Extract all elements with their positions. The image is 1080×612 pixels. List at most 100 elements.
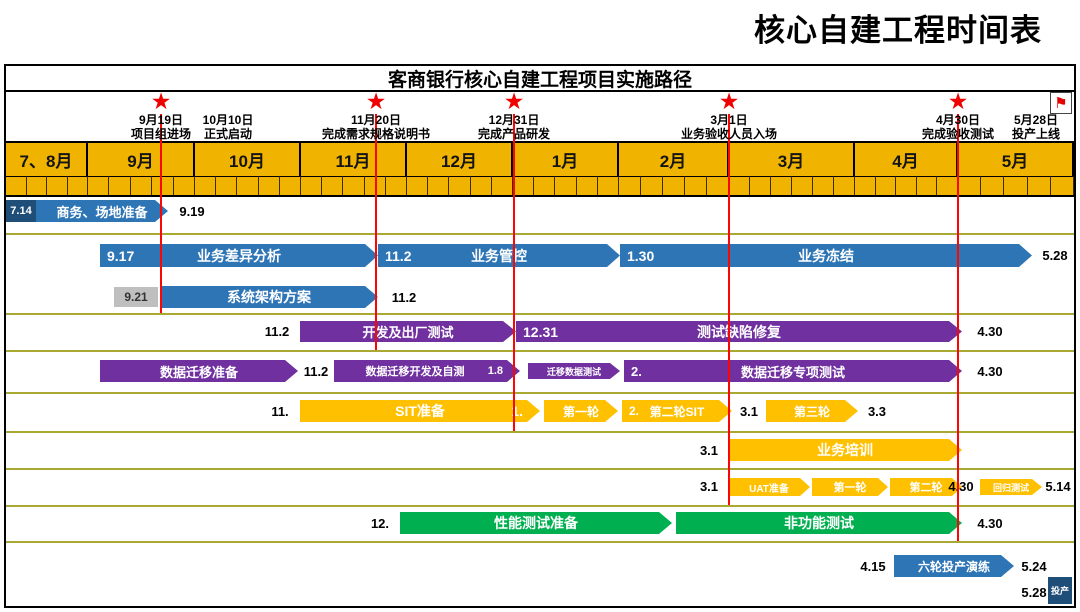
- chart-title: 客商银行核心自建工程项目实施路径: [6, 66, 1074, 92]
- bar-start-date: 2.: [629, 404, 640, 418]
- milestone-label: 4月30日完成验收测试: [922, 113, 994, 141]
- milestone-date: 4月30日: [935, 113, 981, 127]
- gantt-arrow-bar: 六轮投产演练: [894, 555, 1014, 577]
- bar-start-date: 9.17: [107, 247, 135, 264]
- week-cell: [875, 176, 897, 197]
- date-label: 12.: [370, 515, 390, 531]
- month-cell: 4月: [855, 142, 958, 176]
- date-label: 3.1: [739, 403, 759, 419]
- date-label: 5.14: [1045, 479, 1071, 494]
- flag-icon: ⚑: [1054, 95, 1068, 112]
- bar-label: 性能测试准备: [494, 515, 578, 531]
- milestone-star-icon: ★: [947, 88, 969, 114]
- week-cell: [491, 176, 513, 197]
- milestone-star-icon: ★: [365, 88, 387, 114]
- page-title: 核心自建工程时间表: [754, 13, 1042, 48]
- week-cell: [513, 176, 535, 197]
- milestone-text: 完成产品研发: [477, 127, 551, 141]
- bar-label: 第二轮: [909, 482, 943, 494]
- week-cell: [663, 176, 685, 197]
- milestone-guide-line: [728, 114, 730, 505]
- week-cell: [173, 176, 195, 197]
- gantt-box: 7.14: [6, 200, 36, 222]
- milestone-label: 9月19日项目组进场: [131, 113, 191, 141]
- date-label: 3.1: [699, 442, 719, 458]
- week-cell: [813, 176, 834, 197]
- row-divider-line: [6, 233, 1074, 235]
- week-cell: [641, 176, 663, 197]
- week-cell: [216, 176, 238, 197]
- gantt-arrow-bar: 第二轮SIT 2.: [622, 400, 732, 422]
- week-cell: [834, 176, 855, 197]
- chart-frame: [4, 64, 1076, 608]
- week-cell: [343, 176, 365, 197]
- week-cell: [619, 176, 641, 197]
- date-label: 9.19: [179, 203, 205, 219]
- milestone-guide-line: [957, 114, 959, 541]
- bar-end-date: 1.: [511, 403, 523, 419]
- week-cell: [896, 176, 917, 197]
- milestone-label: 10月10日正式启动: [203, 113, 254, 141]
- gantt-arrow-bar: 非功能测试: [676, 512, 962, 534]
- bar-start-date: 1.30: [627, 247, 655, 264]
- gantt-arrow-bar: 回归测试: [980, 479, 1042, 495]
- week-cell: [195, 176, 217, 197]
- bar-label: 商务、场地准备: [56, 204, 148, 220]
- month-cell: 1月: [513, 142, 619, 176]
- milestone-label: 5月28日投产上线: [1012, 113, 1060, 141]
- gantt-arrow-bar: 系统架构方案: [160, 286, 378, 308]
- week-cell: [449, 176, 471, 197]
- bar-label: 9.21: [124, 290, 148, 304]
- bar-label: 投产: [1050, 586, 1069, 596]
- bar-end-date: 1.8: [487, 365, 503, 377]
- week-cell: [322, 176, 344, 197]
- milestone-date: 3月1日: [710, 113, 748, 127]
- milestone-label: 11月20日完成需求规格说明书: [322, 113, 430, 141]
- date-label: 11.2: [264, 324, 290, 339]
- week-cell: [407, 176, 429, 197]
- milestone-text: 正式启动: [203, 127, 253, 141]
- date-label: 4.30: [977, 363, 1003, 379]
- gantt-arrow-bar: 第三轮: [766, 400, 858, 422]
- week-cell: [534, 176, 556, 197]
- week-cell: [685, 176, 707, 197]
- month-cell: 12月: [407, 142, 513, 176]
- week-cell: [385, 176, 407, 197]
- gantt-arrow-bar: 开发及出厂测试: [300, 321, 516, 342]
- bar-label: UAT准备: [749, 483, 789, 495]
- milestone-date: 12月31日: [488, 113, 540, 127]
- month-cell: 2月: [619, 142, 729, 176]
- date-label: 3.3: [867, 403, 887, 419]
- row-divider-line: [6, 431, 1074, 433]
- week-cell: [6, 176, 27, 197]
- month-cell: 5月: [958, 142, 1074, 176]
- bar-start-date: 11.2: [385, 247, 412, 264]
- milestone-label: 3月1日业务验收人员入场: [681, 113, 777, 141]
- date-label: 5.28: [1021, 584, 1047, 600]
- week-cell: [937, 176, 958, 197]
- week-cell: [470, 176, 492, 197]
- bar-label: 第二轮SIT: [649, 404, 705, 419]
- week-cell: [258, 176, 280, 197]
- week-cell: [597, 176, 619, 197]
- date-label: 4.30: [977, 515, 1003, 531]
- month-cell: 7、8月: [6, 142, 88, 176]
- row-divider-line: [6, 541, 1074, 543]
- header-top-line: [6, 141, 1074, 143]
- milestone-text: 完成验收测试: [921, 127, 995, 141]
- bar-label: 7.14: [10, 205, 32, 217]
- date-label: 4.30: [948, 479, 974, 494]
- gantt-arrow-bar: 性能测试准备: [400, 512, 672, 534]
- bar-start-date: 12.31: [523, 323, 559, 340]
- bar-label: 数据迁移准备: [159, 364, 238, 380]
- bar-label: 六轮投产演练: [917, 559, 990, 574]
- date-label: 11.2: [303, 363, 329, 379]
- week-cell: [707, 176, 729, 197]
- week-cell: [916, 176, 938, 197]
- week-cell: [88, 176, 110, 197]
- milestone-date: 10月10日: [202, 113, 254, 127]
- milestone-star-icon: ★: [503, 88, 525, 114]
- milestone-date: 9月19日: [138, 113, 184, 127]
